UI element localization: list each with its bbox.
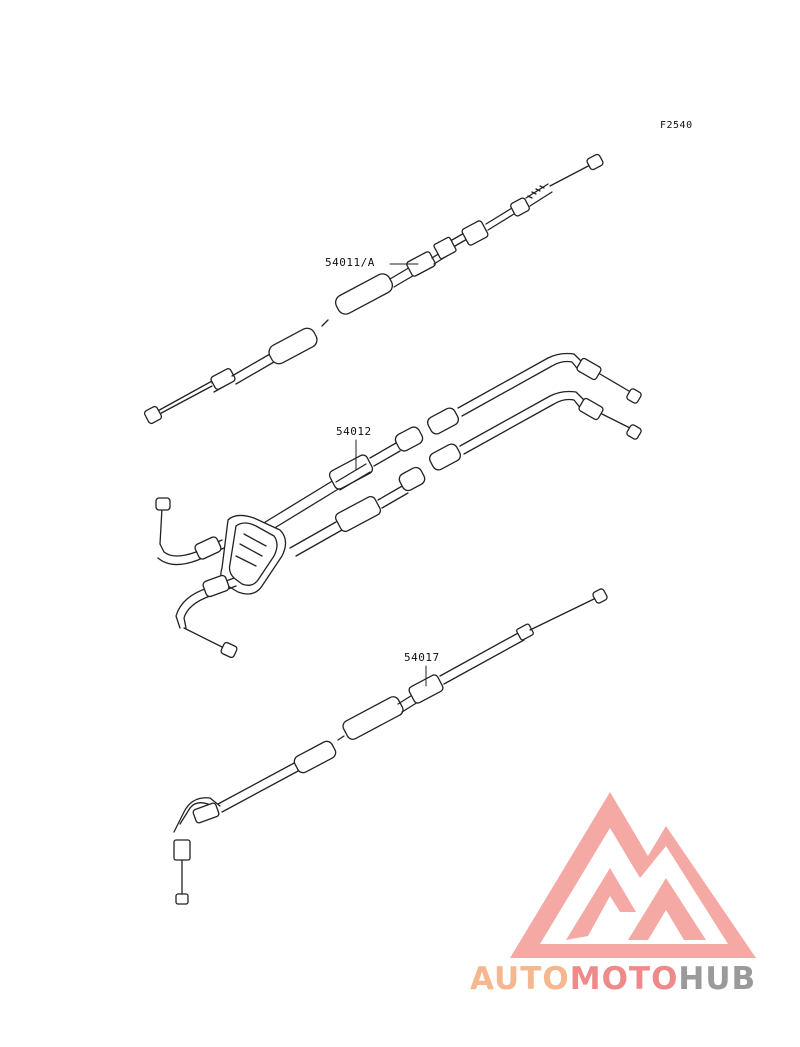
part-label-54011a: 54011/A — [325, 256, 375, 269]
part-label-54017: 54017 — [404, 651, 440, 664]
figure-code: F2540 — [660, 120, 693, 131]
watermark-text-moto: MOTO — [569, 961, 679, 997]
watermark-text: AUTOMOTOHUB — [470, 961, 800, 997]
cable-54017 — [173, 588, 608, 905]
watermark-text-auto: AUTO — [470, 961, 570, 997]
watermark-text-hub: HUB — [678, 961, 757, 997]
cable-54012 — [155, 352, 642, 659]
part-label-54012: 54012 — [336, 425, 372, 438]
cable-54011a — [143, 153, 604, 425]
watermark-logo-icon — [510, 792, 756, 958]
